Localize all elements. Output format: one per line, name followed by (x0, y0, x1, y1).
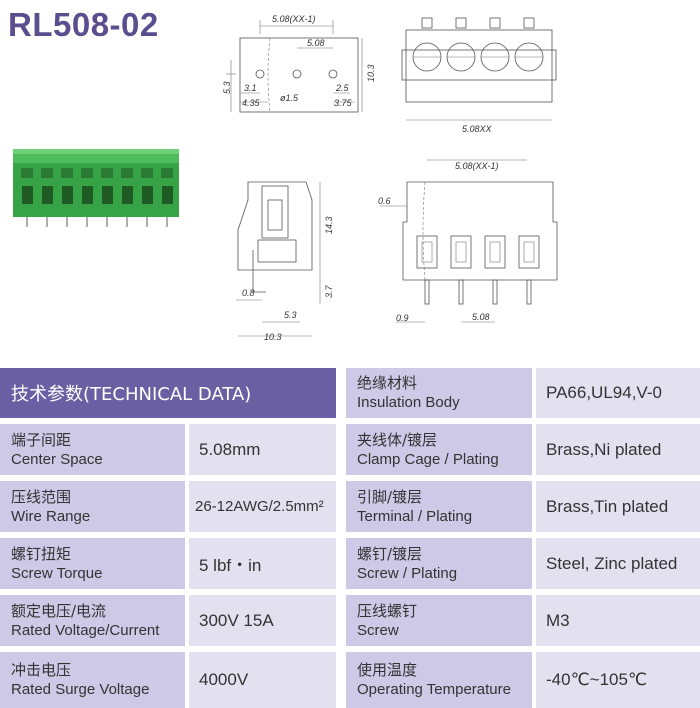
dim-hole: ø1.5 (280, 93, 299, 103)
dim-w1: 0.8 (242, 288, 255, 298)
label-en: Rated Voltage/Current (11, 621, 160, 639)
label-en: Operating Temperature (357, 681, 511, 698)
value-cell: Steel, Zinc plated (536, 538, 700, 589)
table-header-label: 技术参数(TECHNICAL DATA) (11, 384, 252, 405)
label-cn: 螺钉扭矩 (11, 544, 72, 563)
dim-d4: 3.75 (334, 98, 353, 108)
label-en: Center Space (11, 450, 103, 468)
dim-pin-width: 0.9 (396, 313, 409, 323)
dim-h1: 5.3 (222, 81, 232, 94)
label-en: Insulation Body (357, 394, 460, 411)
connector-image (13, 149, 179, 227)
label-en: Screw (357, 621, 399, 639)
label-en: Clamp Cage / Plating (357, 450, 499, 468)
value-cell: PA66,UL94,V-0 (536, 368, 700, 418)
value-cell: 4000V (189, 652, 336, 708)
label-en: Terminal / Plating (357, 507, 473, 525)
value-cell: 5.08mm (189, 424, 336, 475)
dim-d3: 2.5 (335, 83, 350, 93)
label-en: Rated Surge Voltage (11, 681, 150, 698)
label-cn: 冲击电压 (11, 661, 72, 679)
dim-bottom-overall: 5.08(XX-1) (455, 161, 499, 171)
value-cell: M3 (536, 595, 700, 646)
product-title: RL508-02 (8, 6, 159, 43)
dim-pin: 3.7 (324, 284, 334, 298)
dim-total: 5.08XX (462, 124, 493, 134)
label-cn: 螺钉/镀层 (357, 544, 423, 563)
dim-overall: 5.08(XX-1) (272, 14, 316, 24)
dim-pitch: 5.08 (307, 38, 325, 48)
label-cn: 额定电压/电流 (11, 601, 107, 620)
dim-bottom-pitch: 5.08 (472, 312, 490, 322)
dim-d2: 4.35 (242, 98, 261, 108)
value-cell: -40℃~105℃ (536, 652, 700, 708)
value-cell: Brass,Tin plated (536, 481, 700, 532)
dim-w3: 10.3 (264, 332, 282, 342)
label-en: Wire Range (11, 507, 91, 525)
label-cn: 压线范围 (11, 487, 72, 506)
table-header: 技术参数(TECHNICAL DATA) (0, 368, 336, 418)
dim-height: 14.3 (324, 216, 334, 234)
bottom-view-drawing: 5.08(XX-1) 0.6 0.9 5.08 (378, 159, 558, 323)
table-row: 使用温度 Operating Temperature -40℃~105℃ (0, 652, 700, 708)
label-cn: 绝缘材料 (357, 374, 418, 392)
value-cell: 26-12AWG/2.5mm² (189, 481, 336, 532)
label-cn: 压线螺钉 (357, 601, 418, 620)
label-cn: 夹线体/镀层 (357, 430, 438, 449)
dim-d1: 3.1 (244, 83, 257, 93)
dim-w2: 5.3 (284, 310, 297, 320)
label-en: Screw / Plating (357, 564, 458, 582)
value-cell: Brass,Ni plated (536, 424, 700, 475)
label-cn: 引脚/镀层 (357, 487, 423, 506)
table-row: 冲击电压 Rated Surge Voltage 4000V (0, 652, 700, 708)
table-row: 绝缘材料 Insulation Body PA66,UL94,V-0 (0, 368, 700, 418)
side-view-drawing: 14.3 3.7 0.8 5.3 10.3 (236, 181, 334, 342)
dim-h2: 10.3 (366, 64, 376, 82)
label-en: Screw Torque (11, 564, 103, 582)
technical-drawing: 5.08(XX-1) 5.08 5.3 3.1 4.35 ø1.5 2.5 3.… (13, 14, 558, 342)
top-view-drawing: 5.08(XX-1) 5.08 5.3 3.1 4.35 ø1.5 2.5 3.… (222, 14, 376, 113)
value-cell: 5 lbf・in (189, 538, 336, 589)
value-cell: 300V 15A (189, 595, 336, 646)
front-view-drawing: 5.08XX (401, 17, 557, 134)
label-cn: 使用温度 (357, 661, 418, 679)
label-cn: 端子间距 (11, 430, 72, 449)
dim-thickness: 0.6 (378, 196, 391, 206)
